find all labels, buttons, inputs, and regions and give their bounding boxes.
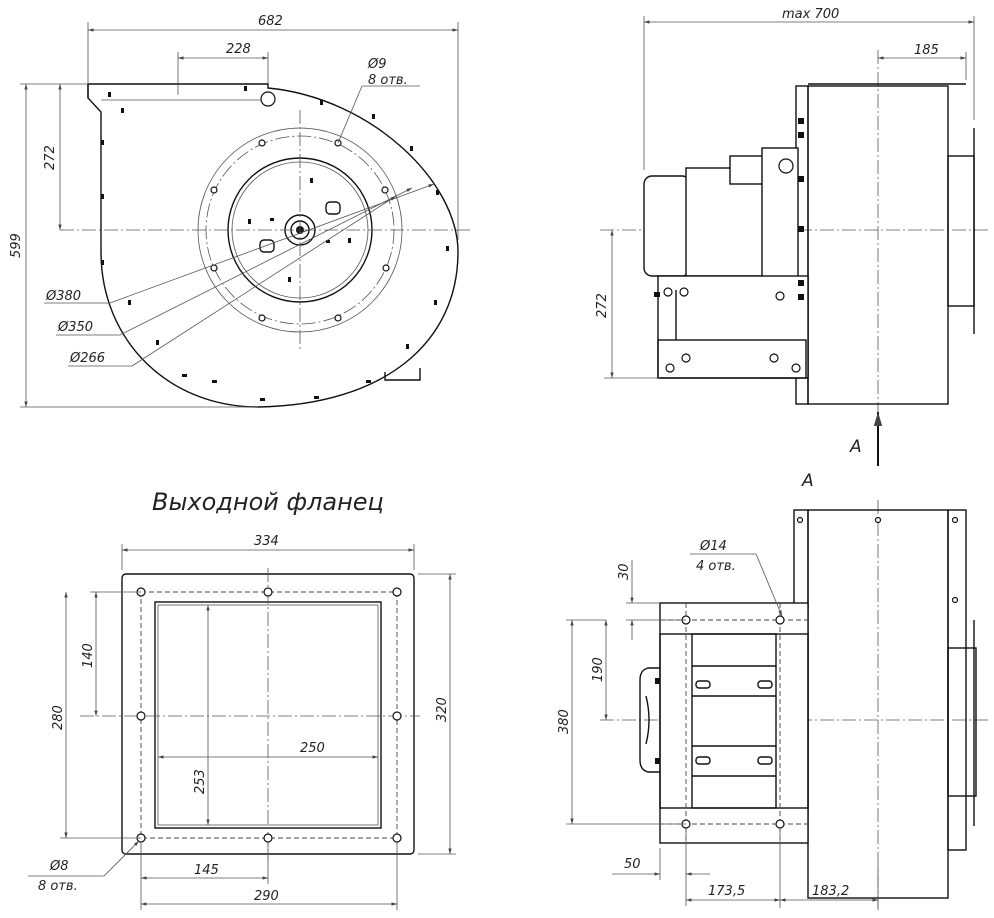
dim-ring-380: Ø380 [45,289,81,304]
dim-hole-d8: Ø8 [49,859,69,874]
side-view: max 700 185 272 A [595,7,990,466]
dim-190: 190 [591,657,606,682]
dim-max-700: max 700 [782,7,839,22]
dim-hole-count-4: 4 отв. [696,559,736,574]
dim-hole-d9: Ø9 [367,57,387,72]
outlet-flange-view: Выходной фланец 334 250 140 280 253 [28,488,456,910]
dim-ring-266: Ø266 [69,351,105,366]
dim-253: 253 [193,769,208,794]
dim-185: 185 [914,43,939,58]
dim-280: 280 [51,705,66,730]
dim-334: 334 [254,534,279,549]
dim-272-side: 272 [595,293,610,318]
dim-228: 228 [226,42,251,57]
dim-380: 380 [557,709,572,734]
dim-ring-350: Ø350 [57,320,93,335]
dim-272-front: 272 [43,145,58,170]
view-a-label: A [801,471,814,491]
view-arrow-label: A [849,437,862,457]
dim-173-5: 173,5 [708,884,745,899]
dim-183-2: 183,2 [812,884,849,899]
dim-30: 30 [617,563,632,580]
dim-140: 140 [81,643,96,668]
dim-682: 682 [258,14,283,29]
dim-hole-d14: Ø14 [699,539,727,554]
dim-50: 50 [624,857,641,872]
dim-599: 599 [9,233,24,258]
dim-290: 290 [254,889,279,904]
dim-250: 250 [300,741,325,756]
dim-hole-count-8: 8 отв. [368,73,408,88]
dim-hole-count-8-flange: 8 отв. [38,879,78,894]
dim-320: 320 [435,697,450,722]
view-a: A [557,471,990,912]
front-view: 682 228 599 272 Ø9 8 отв. Ø380 Ø350 Ø266 [9,14,470,408]
flange-title: Выходной фланец [152,488,384,516]
dim-145: 145 [194,863,219,878]
